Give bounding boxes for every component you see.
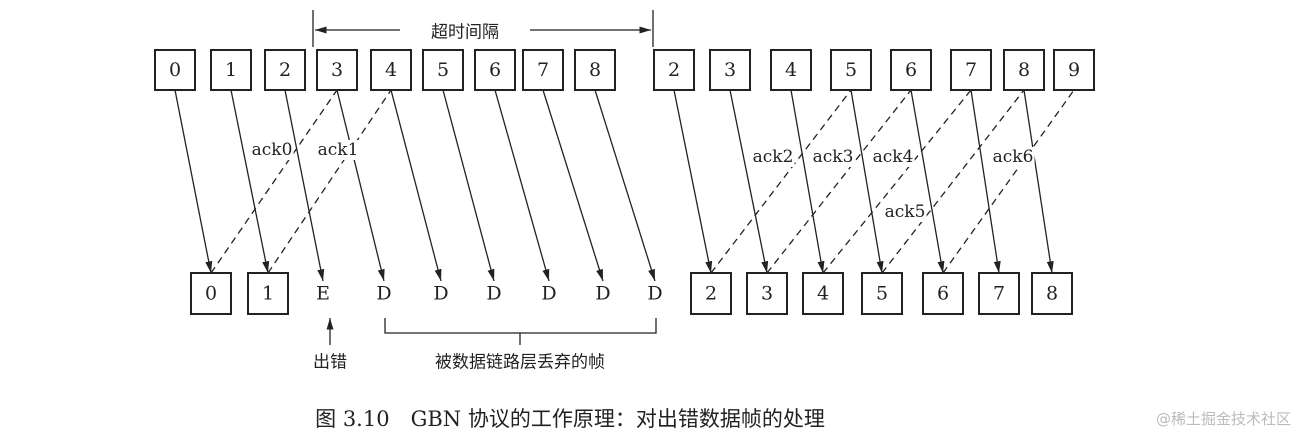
receiver-frame-label: 5 xyxy=(876,283,888,305)
sender-frame-label: 6 xyxy=(489,59,501,81)
ack-arrow xyxy=(267,89,392,274)
sender-frame-box xyxy=(1003,49,1045,91)
frame-transmission-arrow xyxy=(790,89,825,274)
timeout-label: 超时间隔 xyxy=(431,22,499,43)
receiver-frame-label: 0 xyxy=(205,283,217,305)
receiver-frame-label: 8 xyxy=(1046,283,1058,305)
sender-frame-label: 8 xyxy=(1018,59,1030,81)
sender-frame-box xyxy=(709,49,751,91)
receiver-frame-label: 4 xyxy=(817,283,829,305)
ack-arrow xyxy=(710,89,852,274)
receiver-frame-box xyxy=(802,272,844,315)
ack-arrow xyxy=(822,89,972,274)
receiver-frame-label: 3 xyxy=(761,283,773,305)
frame-transmission-arrow xyxy=(494,89,550,282)
receiver-frame-label: 7 xyxy=(993,283,1005,305)
receiver-frame-box xyxy=(978,272,1020,315)
frame-transmission-arrow xyxy=(390,89,442,282)
frame-transmission-arrow xyxy=(1023,89,1054,274)
discarded-frame-marker: D xyxy=(595,283,610,305)
sender-frame-box xyxy=(316,49,358,91)
discard-label: 被数据链路层丢弃的帧 xyxy=(435,352,605,373)
sender-frame-label: 7 xyxy=(965,59,977,81)
receiver-frame-label: 6 xyxy=(937,283,949,305)
ack-label: ack4 xyxy=(871,147,915,167)
frame-transmission-arrow xyxy=(673,89,713,274)
sender-frame-label: 0 xyxy=(169,59,181,81)
receiver-frame-label: 1 xyxy=(262,283,274,305)
error-label: 出错 xyxy=(313,352,347,373)
ack-label: ack3 xyxy=(811,147,855,167)
sender-frame-label: 3 xyxy=(724,59,736,81)
ack-label: ack2 xyxy=(751,147,795,167)
sender-frame-label: 5 xyxy=(845,59,857,81)
sender-frame-label: 9 xyxy=(1068,59,1080,81)
sender-frame-label: 3 xyxy=(331,59,343,81)
frame-transmission-arrow xyxy=(729,89,769,274)
sender-frame-label: 8 xyxy=(589,59,601,81)
sender-frame-box xyxy=(950,49,992,91)
sender-frame-label: 4 xyxy=(385,59,397,81)
sender-frame-label: 1 xyxy=(225,59,237,81)
discarded-frame-marker: D xyxy=(376,283,391,305)
sender-frame-box xyxy=(474,49,516,91)
ack-label: ack6 xyxy=(991,147,1035,167)
ack-arrow xyxy=(766,89,912,274)
ack-arrow xyxy=(942,89,1075,274)
receiver-frame-label: 2 xyxy=(705,283,717,305)
sender-frame-label: 6 xyxy=(905,59,917,81)
frame-transmission-arrow xyxy=(442,89,495,282)
frame-transmission-arrow xyxy=(910,89,945,274)
frame-transmission-arrow xyxy=(594,89,656,282)
sender-frame-label: 4 xyxy=(785,59,797,81)
sender-frame-box xyxy=(370,49,412,91)
sender-frame-box xyxy=(653,49,695,91)
sender-frame-box xyxy=(770,49,812,91)
receiver-frame-box xyxy=(190,272,232,315)
receiver-frame-box xyxy=(690,272,732,315)
sender-frame-box xyxy=(574,49,616,91)
frame-transmission-arrow xyxy=(542,89,604,282)
sender-frame-label: 2 xyxy=(279,59,291,81)
frame-transmission-arrow xyxy=(174,89,213,274)
sender-frame-box xyxy=(1053,49,1095,91)
discarded-frame-marker: D xyxy=(647,283,662,305)
sender-frame-box xyxy=(154,49,196,91)
frame-transmission-arrow xyxy=(336,89,385,282)
sender-frame-label: 2 xyxy=(668,59,680,81)
discard-bracket xyxy=(384,318,657,345)
watermark: @稀土掘金技术社区 xyxy=(1155,410,1291,428)
sender-frame-label: 5 xyxy=(437,59,449,81)
ack-arrow xyxy=(210,89,338,274)
sender-frame-box xyxy=(264,49,306,91)
sender-frame-box xyxy=(522,49,564,91)
error-frame-marker: E xyxy=(316,283,330,305)
sender-frame-box xyxy=(422,49,464,91)
frame-transmission-arrow xyxy=(850,89,884,274)
ack-label: ack0 xyxy=(250,140,294,160)
ack-label: ack5 xyxy=(883,202,927,222)
frame-transmission-arrow xyxy=(230,89,270,274)
discarded-frame-marker: D xyxy=(433,283,448,305)
discarded-frame-marker: D xyxy=(486,283,501,305)
frame-transmission-arrow xyxy=(284,89,325,282)
sender-frame-label: 7 xyxy=(537,59,549,81)
receiver-frame-box xyxy=(247,272,289,315)
ack-label: ack1 xyxy=(316,140,360,160)
ack-arrow xyxy=(881,89,1025,274)
frame-transmission-arrow xyxy=(970,89,1001,274)
discarded-frame-marker: D xyxy=(541,283,556,305)
figure-caption: 图 3.10 GBN 协议的工作原理：对出错数据帧的处理 xyxy=(315,407,825,431)
